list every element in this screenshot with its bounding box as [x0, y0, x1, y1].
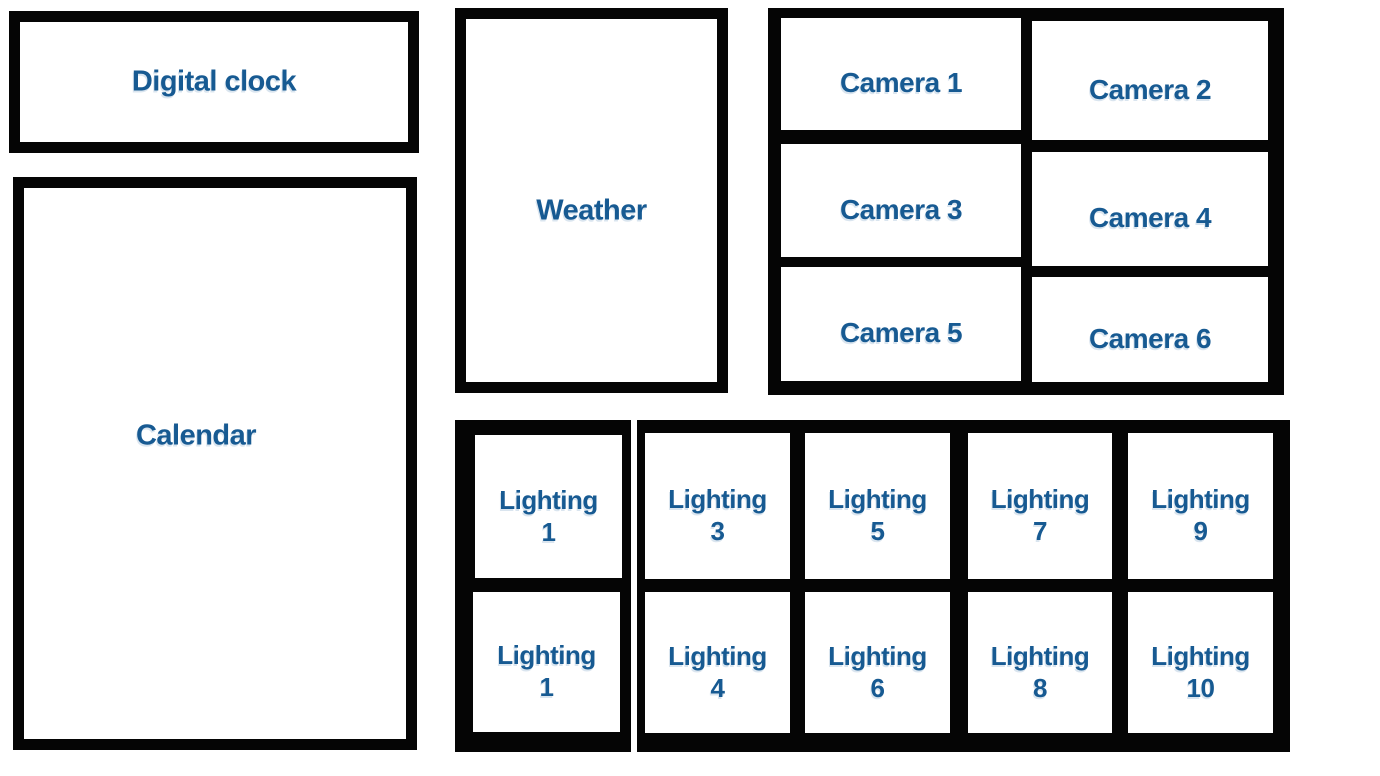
lighting-panel-main: Lighting 3 Lighting 5 Lighting 7 Lightin… [637, 420, 1290, 752]
camera-4-label: Camera 4 [1088, 202, 1212, 233]
lighting-3-label: Lighting 3 [668, 484, 767, 546]
calendar-widget[interactable]: Calendar [13, 177, 417, 750]
lighting-10-label: Lighting 10 [1151, 640, 1250, 703]
lighting-3-tile[interactable]: Lighting 3 [645, 433, 790, 579]
camera-5-tile[interactable]: Camera 5 [781, 267, 1021, 381]
lighting-1-duplicate-label: Lighting 1 [497, 640, 596, 702]
calendar-label: Calendar [135, 419, 257, 452]
weather-label: Weather [536, 194, 647, 227]
digital-clock-label: Digital clock [131, 65, 297, 98]
camera-2-tile[interactable]: Camera 2 [1032, 21, 1268, 140]
lighting-5-tile[interactable]: Lighting 5 [805, 433, 950, 579]
lighting-4-label: Lighting 4 [668, 640, 767, 703]
lighting-10-tile[interactable]: Lighting 10 [1128, 592, 1273, 733]
camera-6-label: Camera 6 [1088, 322, 1212, 354]
camera-3-tile[interactable]: Camera 3 [781, 144, 1021, 257]
camera-3-label: Camera 3 [839, 193, 963, 225]
lighting-9-label: Lighting 9 [1151, 484, 1250, 546]
lighting-4-tile[interactable]: Lighting 4 [645, 592, 790, 733]
lighting-6-tile[interactable]: Lighting 6 [805, 592, 950, 733]
camera-6-tile[interactable]: Camera 6 [1032, 277, 1268, 382]
lighting-1-duplicate-tile[interactable]: Lighting 1 [473, 592, 620, 732]
camera-1-tile[interactable]: Camera 1 [781, 18, 1021, 130]
camera-4-tile[interactable]: Camera 4 [1032, 152, 1268, 266]
lighting-8-tile[interactable]: Lighting 8 [968, 592, 1112, 733]
lighting-8-label: Lighting 8 [990, 640, 1090, 703]
lighting-panel-column1: Lighting 1 Lighting 1 [455, 420, 631, 752]
lighting-9-tile[interactable]: Lighting 9 [1128, 433, 1273, 579]
lighting-5-label: Lighting 5 [828, 484, 927, 546]
lighting-7-label: Lighting 7 [990, 484, 1090, 546]
digital-clock-widget[interactable]: Digital clock [9, 11, 419, 153]
weather-widget[interactable]: Weather [455, 8, 728, 393]
lighting-7-tile[interactable]: Lighting 7 [968, 433, 1112, 579]
camera-5-label: Camera 5 [839, 317, 963, 348]
camera-1-label: Camera 1 [839, 67, 963, 98]
camera-panel: Camera 1 Camera 2 Camera 3 Camera 4 Came… [768, 8, 1284, 395]
lighting-6-label: Lighting 6 [828, 640, 927, 703]
lighting-1-tile[interactable]: Lighting 1 [475, 435, 622, 578]
lighting-1-label: Lighting 1 [499, 484, 598, 547]
camera-2-label: Camera 2 [1088, 73, 1212, 105]
